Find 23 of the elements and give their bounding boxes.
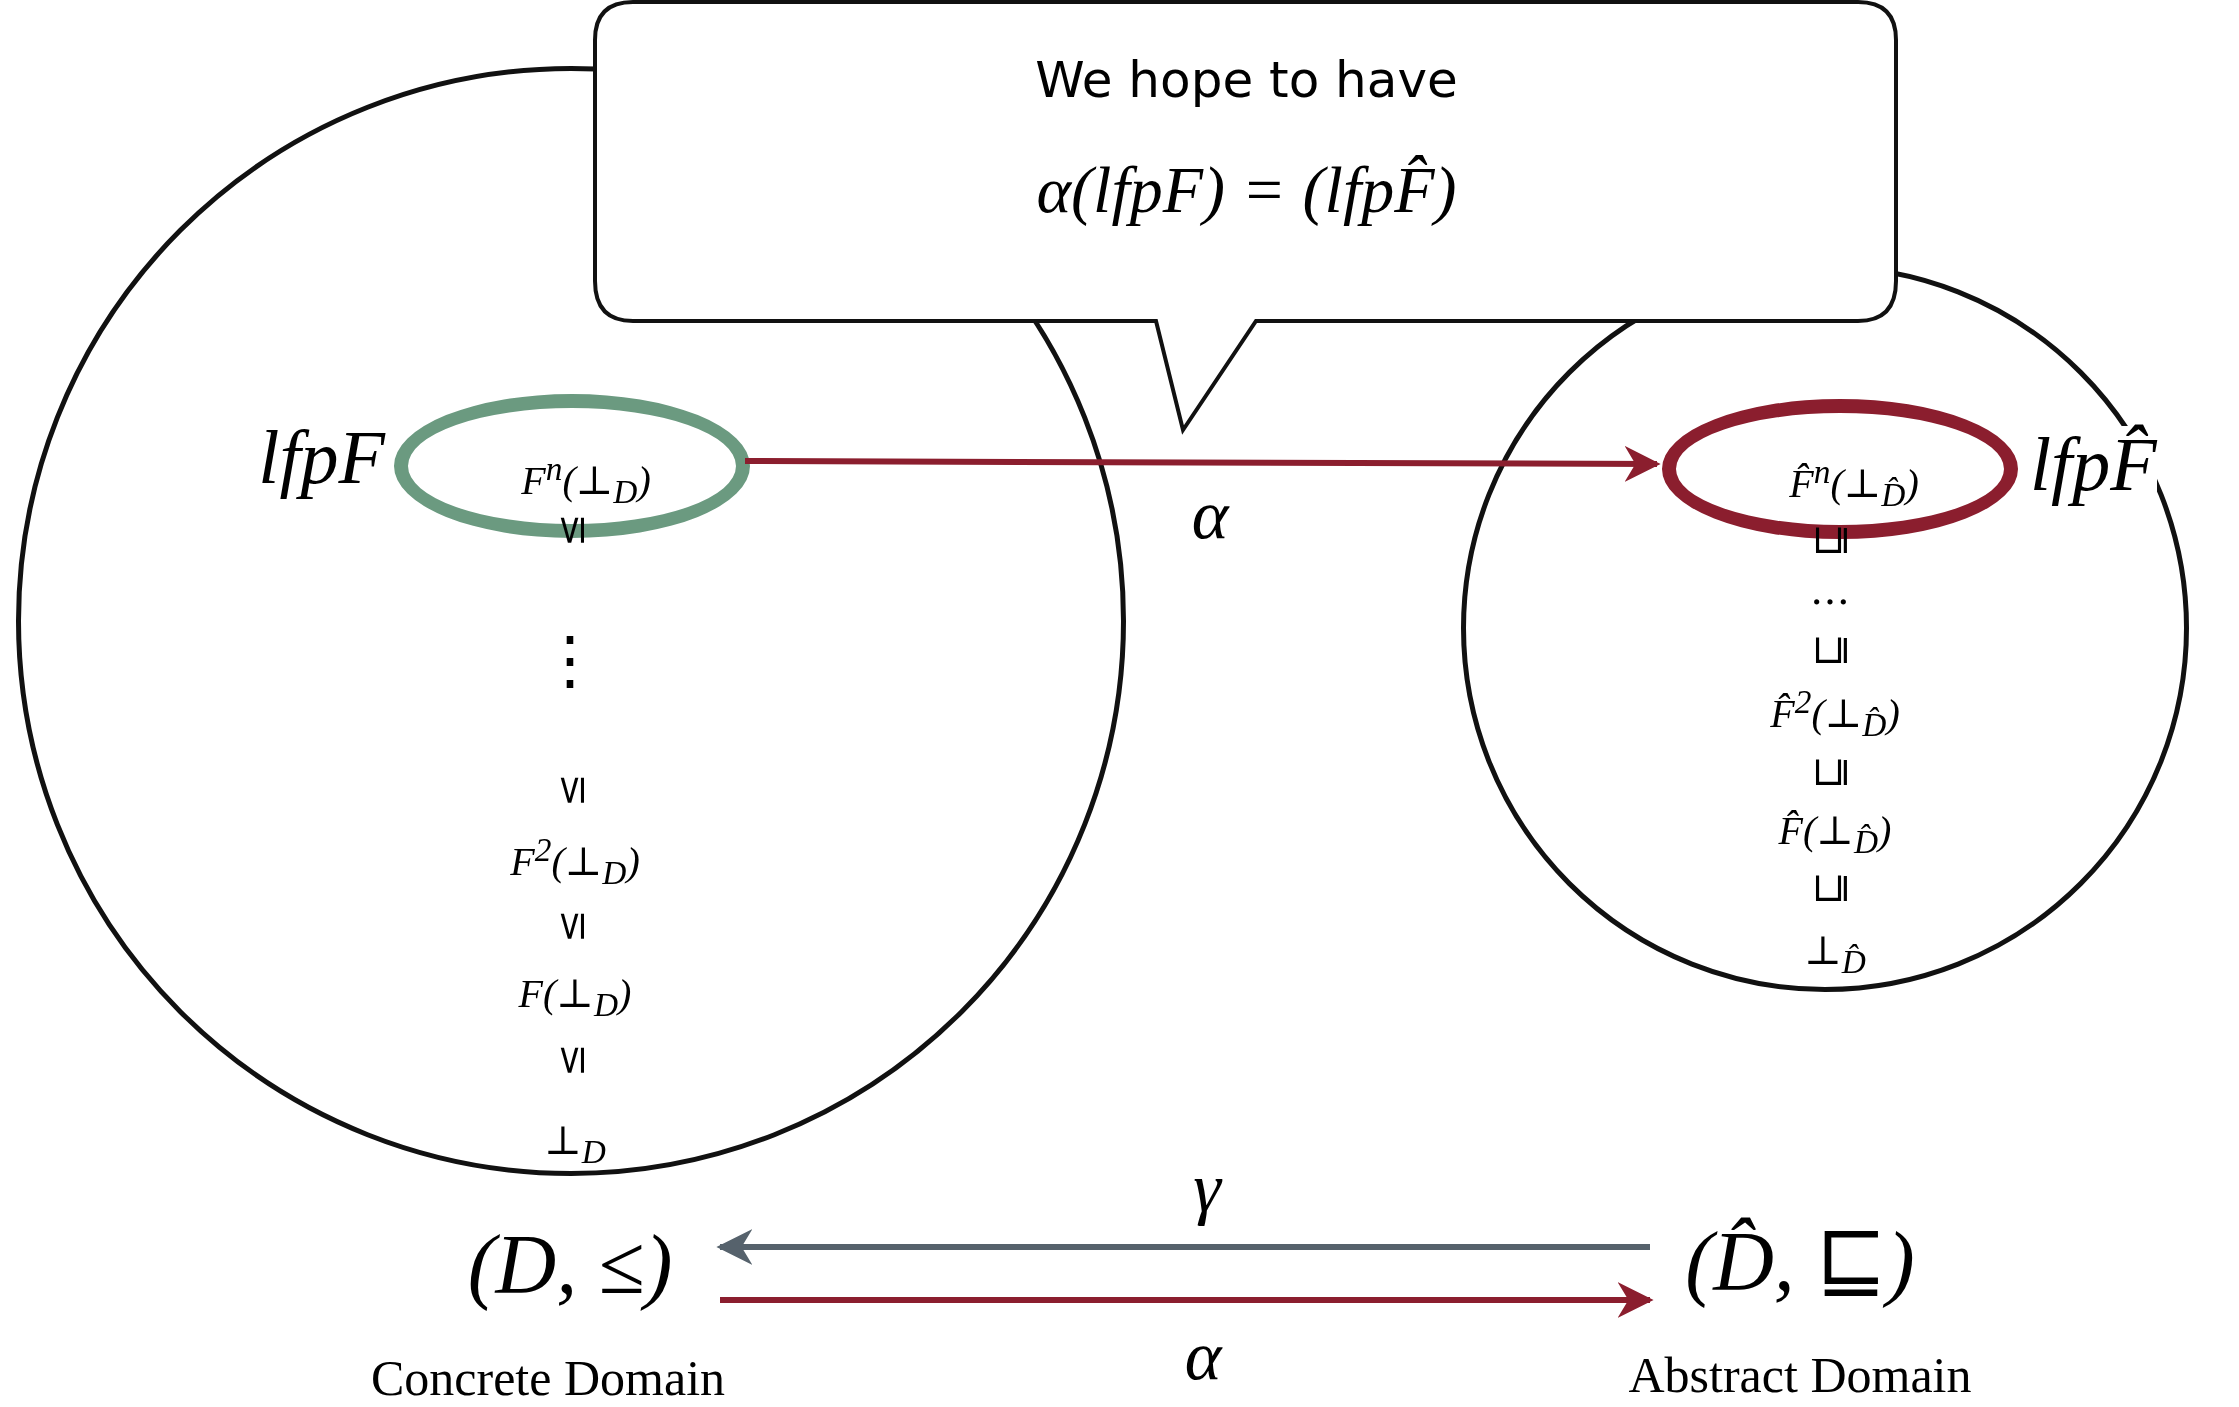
math-expression: F$^{2}$(⊥$_{D}$) xyxy=(510,832,640,890)
ellipsis: … xyxy=(1810,570,1850,610)
math-expression: ⊥$_{D}$ xyxy=(544,1121,606,1169)
math-expression: F̂$^{n}$(⊥$_{D̂}$) xyxy=(1789,454,1919,512)
math-expression: F$^{n}$(⊥$_{D}$) xyxy=(521,451,651,509)
arrow xyxy=(720,1282,1654,1318)
math-expression: F(⊥$_{D}$) xyxy=(518,974,632,1022)
speech-bubble-tooltip xyxy=(593,0,1900,432)
math-expression: F̂$^{2}$(⊥$_{D̂}$) xyxy=(1770,684,1900,742)
order-symbol: ⊑ xyxy=(1810,755,1850,789)
order-symbol: ≤ xyxy=(550,909,590,943)
ellipsis: ⋮ xyxy=(538,628,602,692)
order-symbol: ⊑ xyxy=(1810,633,1850,667)
math-expression: ⊥$_{D̂}$ xyxy=(1804,931,1866,979)
arrow xyxy=(745,445,1661,482)
order-symbol: ≤ xyxy=(550,1043,590,1077)
order-symbol: ≤ xyxy=(550,513,590,547)
order-symbol: ⊑ xyxy=(1810,871,1850,905)
math-expression: F̂(⊥$_{D̂}$) xyxy=(1778,811,1892,859)
arrow xyxy=(716,1229,1650,1265)
order-symbol: ⊑ xyxy=(1810,523,1850,557)
callout-text: We hope to have xyxy=(1035,55,1458,105)
order-symbol: ≤ xyxy=(550,773,590,807)
